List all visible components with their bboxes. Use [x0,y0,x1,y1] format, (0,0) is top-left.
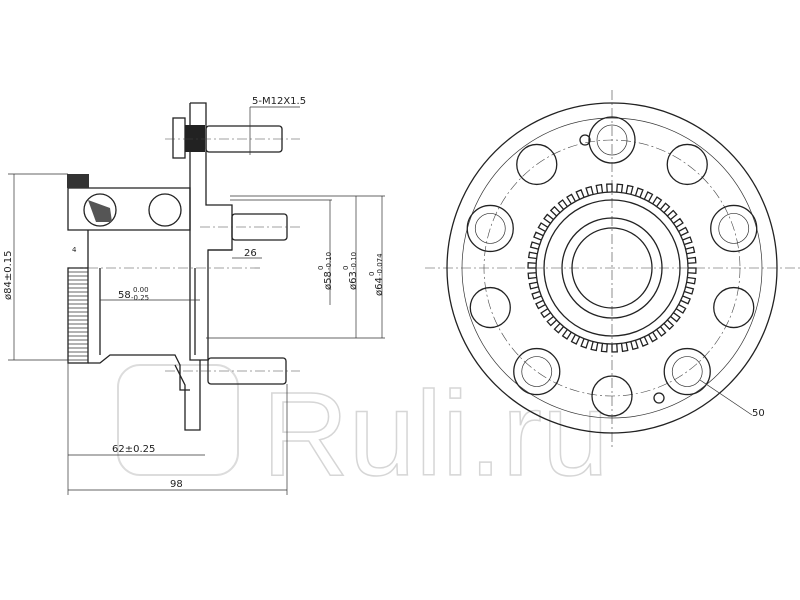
flange-hole [516,143,558,186]
abs-teeth [527,183,697,353]
pilot-58-label: ø58 0 -0.10 [317,252,334,290]
flange-hole [469,286,511,329]
hub-pilot-outer [561,217,663,319]
svg-text:58: 58 [118,290,131,301]
flange-hole [710,204,758,253]
svg-text:0: 0 [342,266,350,270]
dim-4-label: 4 [72,246,77,254]
pilot-64-label: ø64 0 -0.074 [368,253,385,296]
flange-inner-circle [461,117,763,419]
stud-hole [596,124,628,156]
abs-ring-leader [699,379,753,416]
flange-hole [666,143,708,186]
flange-offset-label: 62±0.25 [112,444,155,455]
svg-text:ø64: ø64 [374,277,385,296]
dim-26-label: 26 [244,248,257,259]
locating-hole-top [579,134,591,146]
svg-text:ø58: ø58 [323,271,334,290]
stud-hole [474,213,506,244]
outer-diameter-label: ø84±0.15 [3,251,14,301]
pilot-63-label: ø63 0 -0.10 [342,252,359,290]
stud-hole [521,356,553,387]
front-view [425,90,800,450]
stud-hole [718,213,750,244]
hub-bore-rim [543,199,681,337]
flange-hole [513,347,561,396]
flange-hole [588,116,636,164]
svg-text:0: 0 [368,272,376,276]
abs-ring-label: 50 [752,408,765,419]
locating-hole-bottom [653,392,665,404]
svg-text:Ruli.ru: Ruli.ru [262,367,609,501]
svg-text:ø63: ø63 [348,271,359,290]
watermark: Ruli.ru [117,364,610,502]
svg-text:-0.074: -0.074 [376,253,384,276]
overall-length-label: 98 [170,479,183,490]
svg-text:-0.25: -0.25 [131,294,149,302]
flange-hole [591,375,633,417]
flange-outer-circle [446,102,778,434]
flange-hole [663,347,711,396]
svg-text:0.00: 0.00 [133,286,149,294]
thread-label: 5-M12X1.5 [252,96,306,107]
svg-text:0: 0 [317,266,325,270]
abs-ring-inner [535,191,689,345]
abs-tone-ring [67,267,89,364]
svg-text:-0.10: -0.10 [350,252,358,270]
stud-hole [671,356,703,387]
flange-hole [466,204,514,253]
svg-text:-0.10: -0.10 [325,252,333,270]
side-view: 5-M12X1.5 ø84±0.15 4 26 58 0.00 -0.25 ø5… [3,96,385,495]
bolt-circle [483,139,741,397]
flange-hole [713,286,755,329]
hub-pilot-inner [571,227,653,309]
bore-length-label: 58 0.00 -0.25 [118,286,149,302]
